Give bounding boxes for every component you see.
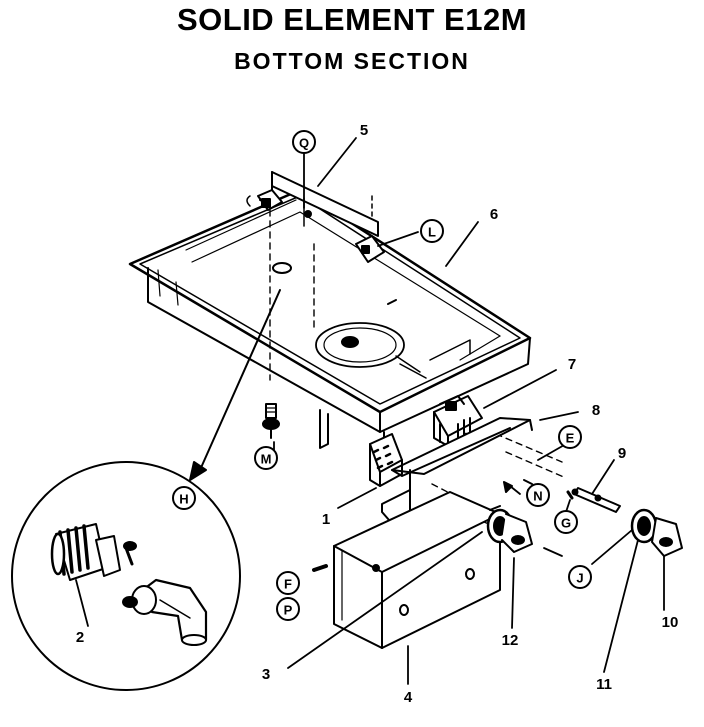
callout-9: 9 <box>618 445 626 462</box>
leader-lines <box>75 137 665 685</box>
detail-h-arrow <box>189 289 281 481</box>
letter-j: J <box>576 571 583 586</box>
part-12-knob <box>486 508 533 553</box>
callout-10: 10 <box>662 614 679 631</box>
callout-5: 5 <box>360 122 368 139</box>
part-6-base-tray <box>128 188 532 469</box>
callout-4: 4 <box>404 689 413 706</box>
part-m-screw <box>262 403 280 439</box>
letter-l: L <box>428 225 436 240</box>
letter-h: H <box>179 492 188 507</box>
letter-e: E <box>566 431 575 446</box>
callout-2: 2 <box>76 629 84 646</box>
callout-1: 1 <box>322 511 330 528</box>
letter-p: P <box>284 603 293 618</box>
detail-h-circle <box>11 461 241 691</box>
part-9-shaft <box>571 487 621 513</box>
callout-8: 8 <box>592 402 600 419</box>
part-10-knob <box>651 517 683 557</box>
page-subtitle: BOTTOM SECTION <box>234 48 470 74</box>
part-1-terminal-block <box>369 433 403 487</box>
letter-g: G <box>561 516 571 531</box>
page-title: SOLID ELEMENT E12M <box>176 2 528 37</box>
letter-n: N <box>533 489 542 504</box>
part-5-rear-bracket <box>246 171 385 263</box>
callout-12: 12 <box>502 632 519 649</box>
callout-11: 11 <box>596 676 612 693</box>
letter-m: M <box>261 452 272 467</box>
callout-6: 6 <box>490 206 498 223</box>
letter-q: Q <box>299 136 309 151</box>
letter-f: F <box>284 577 292 592</box>
part-2-connector <box>50 523 121 581</box>
callout-7: 7 <box>568 356 576 373</box>
part-11-bezel <box>630 508 658 544</box>
callout-3: 3 <box>262 666 270 683</box>
part-7-switch <box>433 395 483 447</box>
